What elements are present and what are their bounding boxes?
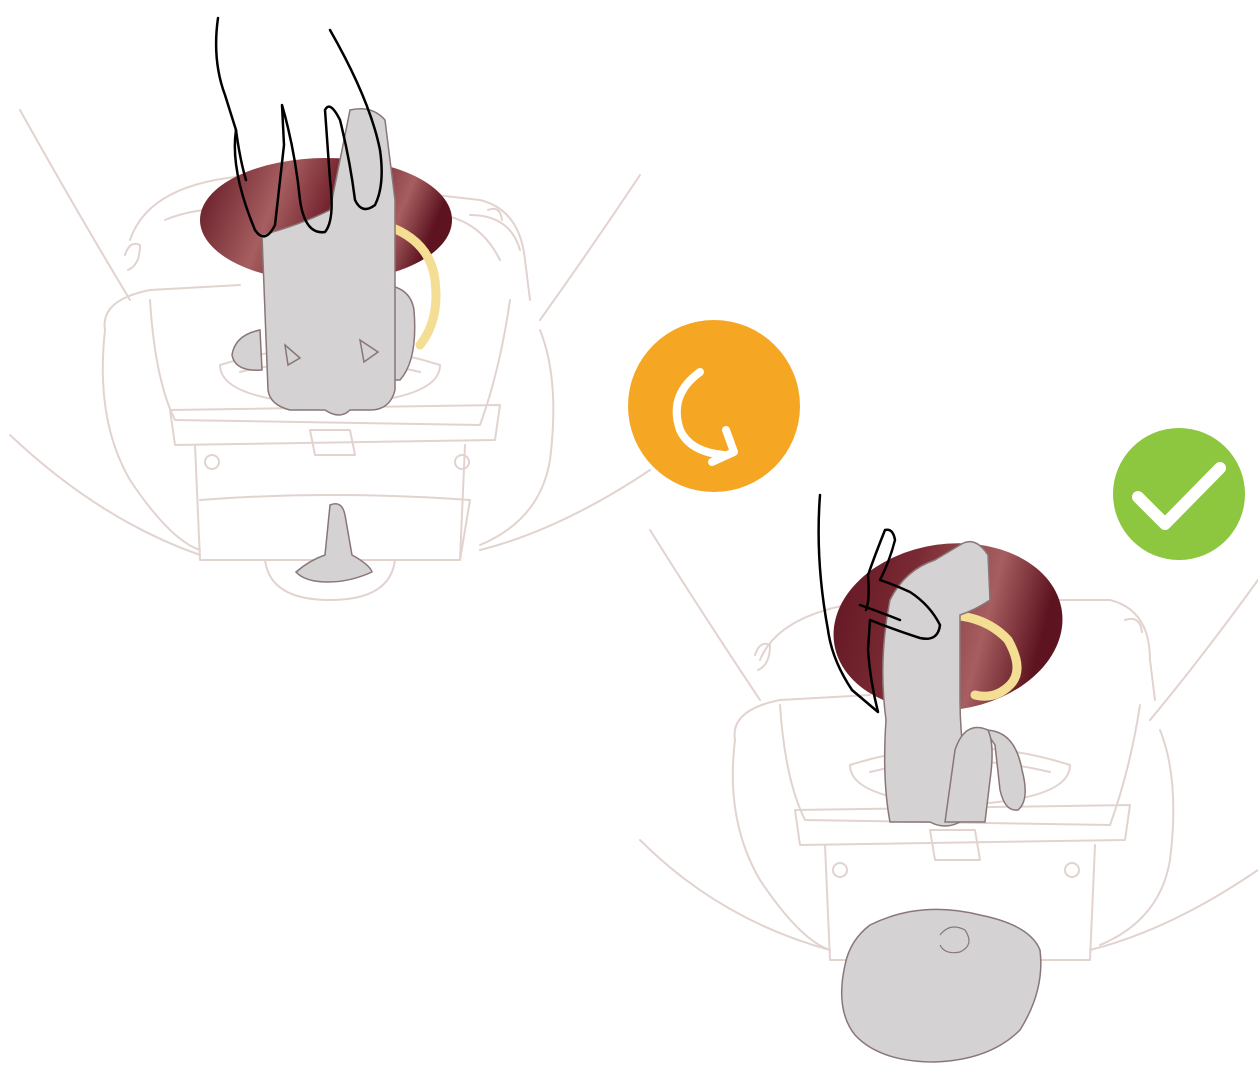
rotate-step-badge [628, 320, 800, 492]
check-badge-circle [1113, 428, 1245, 560]
rotate-badge-circle [628, 320, 800, 492]
panel-after [640, 495, 1258, 1062]
base-lever [296, 504, 372, 582]
base-lever-rotated [842, 909, 1041, 1062]
check-step-badge [1113, 428, 1245, 560]
panel-before [10, 18, 650, 600]
